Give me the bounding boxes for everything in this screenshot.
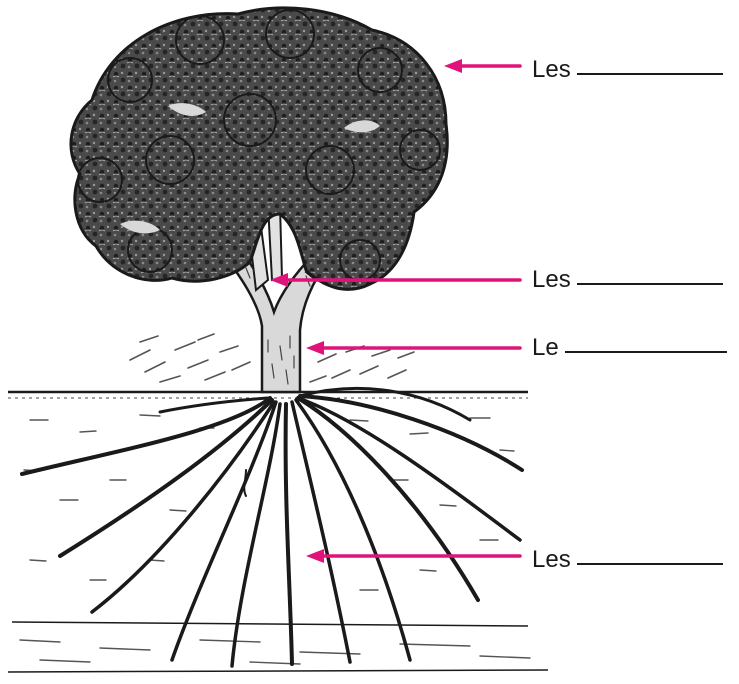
label-roots-word: Les xyxy=(532,546,571,574)
label-branches-word: Les xyxy=(532,266,571,294)
arrow-leaves xyxy=(444,59,520,73)
label-roots: Les xyxy=(532,546,723,574)
answer-blank-branches[interactable] xyxy=(577,282,723,285)
label-leaves: Les xyxy=(532,56,723,84)
label-trunk-word: Le xyxy=(532,334,559,362)
arrow-roots xyxy=(306,549,520,563)
answer-blank-trunk[interactable] xyxy=(565,350,727,353)
soil xyxy=(8,392,548,672)
label-leaves-word: Les xyxy=(532,56,571,84)
answer-blank-roots[interactable] xyxy=(577,562,723,565)
label-branches: Les xyxy=(532,266,723,294)
answer-blank-leaves[interactable] xyxy=(577,72,723,75)
label-trunk: Le xyxy=(532,334,727,362)
